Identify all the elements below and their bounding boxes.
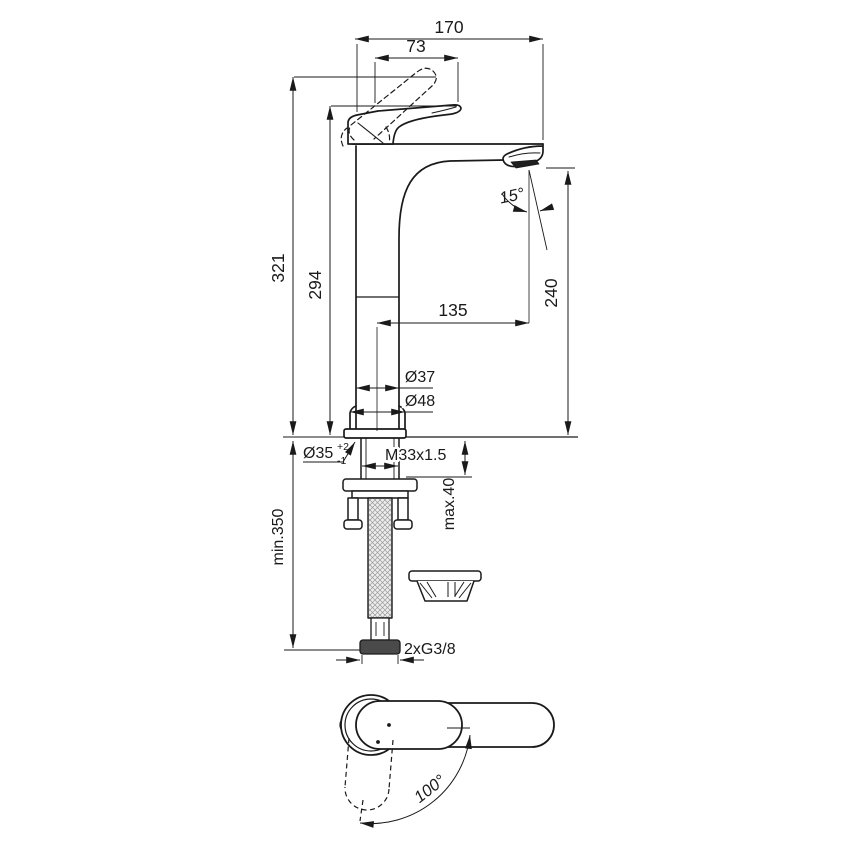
- dim-73: [374, 54, 459, 103]
- dia-35-tol-plus: +2: [337, 441, 349, 453]
- dia-37-label: Ø37: [405, 369, 435, 386]
- dim-135-label: 135: [438, 300, 467, 320]
- dim-294-label: 294: [305, 270, 325, 299]
- plan-dot-2: [376, 740, 380, 744]
- dim-73-label: 73: [406, 36, 425, 56]
- spout-outlet-detail: [508, 152, 541, 158]
- dim-min-350: [284, 441, 360, 651]
- dia-35-tol-minus: -1: [337, 455, 346, 467]
- plan-body-notch: [339, 718, 343, 732]
- shank-outer: [360, 438, 400, 479]
- base-flange: [343, 428, 407, 439]
- dim-170: [355, 35, 544, 140]
- body-right-and-spout-underside: [398, 159, 506, 432]
- dim-294: [326, 105, 457, 435]
- hose-collar-detail: [375, 622, 385, 636]
- screw-left-foot: [343, 519, 363, 530]
- hose-nut: [359, 639, 401, 655]
- dim-240: [546, 167, 575, 435]
- plan-view: [339, 694, 555, 822]
- gasket-body: [416, 580, 475, 602]
- handle-lever: [347, 103, 462, 145]
- hose-collar: [370, 617, 390, 641]
- max-40-label: max.40: [441, 478, 458, 531]
- dim-170-label: 170: [434, 17, 463, 37]
- screw-right: [397, 497, 409, 521]
- screw-right-foot: [393, 519, 413, 530]
- dim-240-label: 240: [541, 278, 561, 307]
- screw-left: [347, 497, 359, 521]
- gasket-ribs: [419, 581, 472, 599]
- dim-g38: [336, 655, 424, 664]
- dia-48-label: Ø48: [405, 393, 435, 410]
- dim-max-40: [406, 441, 472, 478]
- thread-m33-label: M33x1.5: [385, 447, 446, 464]
- dim-angle-100: [359, 727, 472, 828]
- dia-35-label: Ø35: [303, 445, 333, 462]
- dim-dia-35-leader: [303, 441, 356, 463]
- gasket-plate: [408, 570, 482, 582]
- shank-inner: [365, 438, 395, 479]
- handle-facet-line: [357, 122, 384, 144]
- plan-handle: [355, 700, 463, 750]
- dim-321: [289, 76, 436, 435]
- plan-dot-1: [387, 723, 391, 727]
- mounting-washer: [351, 490, 409, 499]
- faucet-side-view: [340, 67, 544, 439]
- angle-15-label: 15°: [498, 185, 527, 208]
- min-350-label: min.350: [270, 508, 287, 565]
- dim-angle-15: [501, 169, 555, 251]
- supply-hose-braid: [367, 497, 393, 619]
- mounting-hardware: [283, 436, 578, 655]
- aerator: [510, 159, 540, 169]
- mounting-flange: [342, 478, 418, 492]
- g38-label: 2xG3/8: [404, 641, 456, 658]
- dimension-labels: 170 73 321 294 135 240 15° Ø37 Ø48 Ø35 +…: [268, 17, 561, 807]
- handle-raised-dashed: [340, 67, 437, 147]
- dimension-lines: [284, 35, 575, 828]
- base-flare-left: [349, 405, 357, 430]
- handle-tip-line: [431, 106, 457, 114]
- base-gasket: [408, 570, 482, 602]
- angle-100-label: 100°: [411, 771, 449, 806]
- dim-321-label: 321: [268, 253, 288, 282]
